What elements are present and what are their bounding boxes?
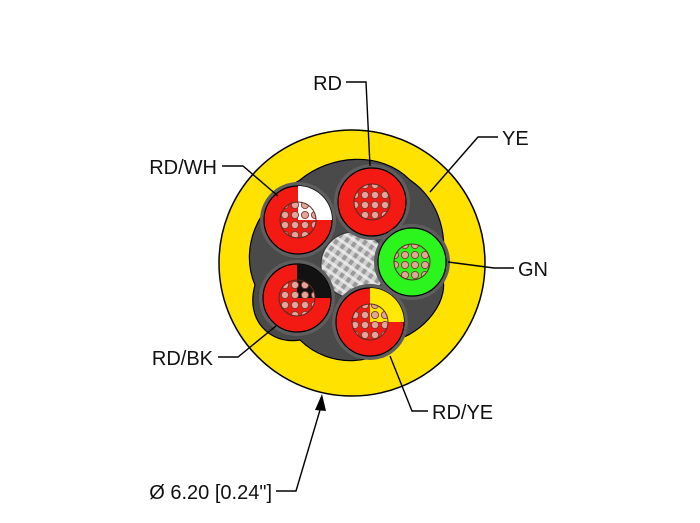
label-rd-ye: RD/YE — [432, 402, 493, 424]
leader-rd-ye — [389, 355, 428, 412]
leader-gn — [447, 261, 514, 269]
label-ye: YE — [502, 128, 529, 150]
conductor-rd-ye — [332, 284, 408, 360]
conductor-rd-wh — [260, 182, 336, 258]
leader-ye — [429, 136, 498, 193]
leader-rd-bk — [218, 325, 277, 358]
label-rd-wh: RD/WH — [149, 157, 217, 179]
label-diameter: Ø 6.20 [0.24"] — [149, 482, 272, 504]
conductor-gn — [374, 224, 450, 300]
label-rd-bk: RD/BK — [152, 348, 214, 370]
label-gn: GN — [518, 259, 548, 281]
conductor-rd-bk — [259, 260, 335, 336]
label-rd: RD — [313, 73, 342, 95]
conductor-rd — [334, 164, 410, 240]
leader-rd — [346, 81, 371, 167]
leader-rd-wh — [222, 165, 279, 197]
leader-diameter — [276, 409, 321, 492]
diameter-arrowhead — [315, 394, 326, 411]
